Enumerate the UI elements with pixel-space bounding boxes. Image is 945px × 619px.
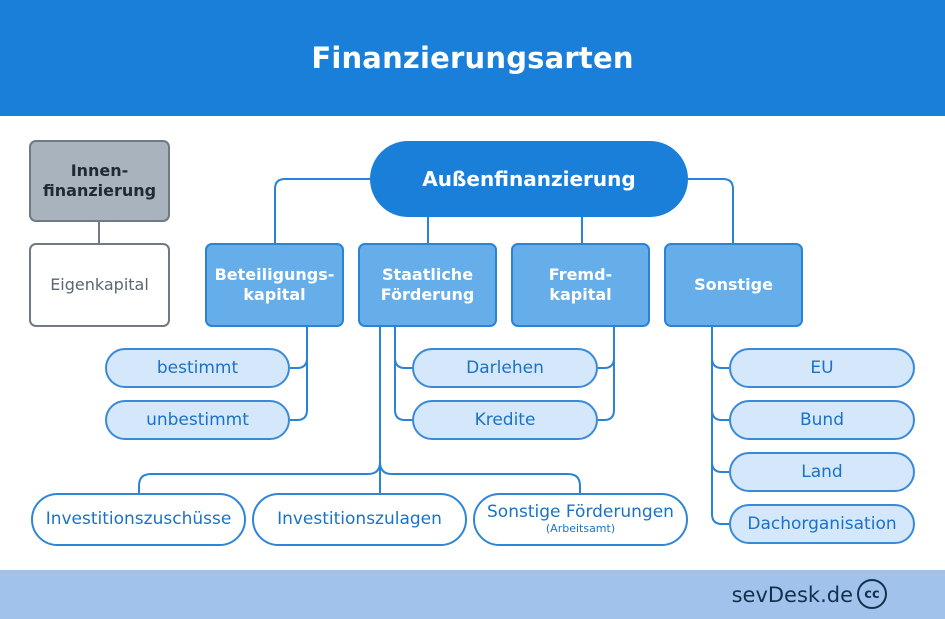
innen-label-line2: finanzierung xyxy=(42,181,157,200)
category-label-line1: Fremd- xyxy=(548,265,613,284)
pill-label: Investitionszulagen xyxy=(277,508,442,529)
category-beteiligungskapital: Beteiligungs- kapital xyxy=(205,243,344,327)
connector-lines xyxy=(98,178,734,525)
eigenkapital-label: Eigenkapital xyxy=(50,275,149,294)
header-bar: Finanzierungsarten xyxy=(0,0,945,116)
pill-darlehen: Darlehen xyxy=(412,348,598,388)
pill-dachorganisation: Dachorganisation xyxy=(729,504,915,544)
pill-sonstige-foerderungen: Sonstige Förderungen (Arbeitsamt) xyxy=(473,493,688,546)
cc-icon-text: cc xyxy=(864,586,880,602)
pill-unbestimmt: unbestimmt xyxy=(105,400,290,440)
footer-bar: sevDesk.de cc xyxy=(0,570,945,619)
category-label-line1: Beteiligungs- xyxy=(214,265,335,284)
innenfinanzierung-box: Innen- finanzierung xyxy=(29,140,170,222)
category-staatliche-foerderung: Staatliche Förderung xyxy=(358,243,497,327)
category-sonstige: Sonstige xyxy=(664,243,803,327)
category-label-line2: Förderung xyxy=(380,285,475,304)
category-fremdkapital: Fremd- kapital xyxy=(511,243,650,327)
pill-bestimmt: bestimmt xyxy=(105,348,290,388)
aussenfinanzierung-box: Außenfinanzierung xyxy=(370,141,688,217)
pill-eu: EU xyxy=(729,348,915,388)
pill-label: Sonstige Förderungen xyxy=(487,502,674,523)
innen-label-line1: Innen- xyxy=(70,161,129,180)
pill-note: (Arbeitsamt) xyxy=(545,521,616,535)
brand-name: sevDesk.de xyxy=(731,583,853,607)
eigenkapital-box: Eigenkapital xyxy=(29,243,170,327)
pill-kredite: Kredite xyxy=(412,400,598,440)
pill-land: Land xyxy=(729,452,915,492)
pill-investitionszulagen: Investitionszulagen xyxy=(252,493,467,546)
creative-commons-icon: cc xyxy=(857,579,887,609)
page-title: Finanzierungsarten xyxy=(311,41,634,75)
pill-investitionszuschuesse: Investitionszuschüsse xyxy=(31,493,246,546)
aussenfinanzierung-label: Außenfinanzierung xyxy=(422,166,636,191)
pill-label: Investitionszuschüsse xyxy=(45,508,232,529)
pill-bund: Bund xyxy=(729,400,915,440)
category-label-line2: kapital xyxy=(243,285,306,304)
category-label-line1: Staatliche xyxy=(381,265,474,284)
category-label-line1: Sonstige xyxy=(694,275,773,294)
category-label-line2: kapital xyxy=(549,285,612,304)
